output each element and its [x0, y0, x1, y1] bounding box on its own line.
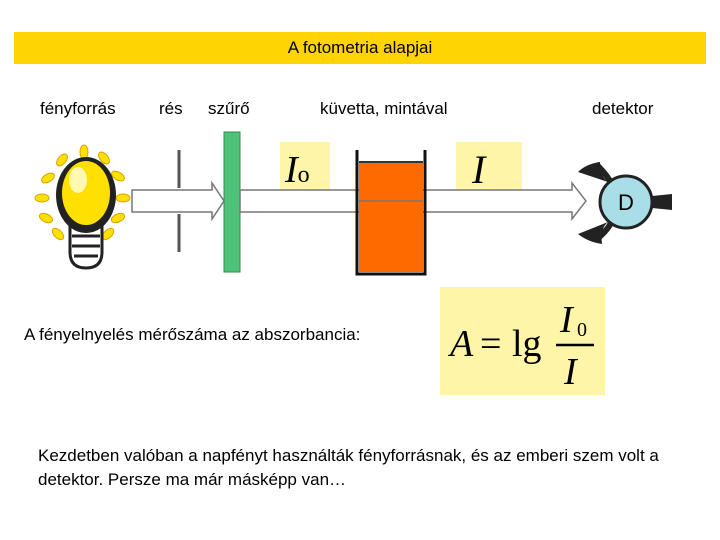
transmitted-intensity-box [456, 142, 522, 194]
formula-lhs: A [448, 323, 474, 365]
absorbance-formula-box [440, 287, 605, 395]
incident-intensity-label: Io [285, 148, 310, 192]
formula-numerator: I [559, 299, 575, 341]
incident-intensity-subscript: o [297, 162, 310, 188]
absorbance-caption: A fényelnyelés mérőszáma az abszorbancia… [24, 325, 361, 344]
light-beam-incoming [131, 180, 225, 222]
incident-intensity-box [280, 142, 330, 194]
detector-icon: D [578, 161, 672, 244]
label-filter: szűrő [208, 99, 250, 118]
incident-intensity-symbol: I [285, 149, 298, 191]
filter [223, 131, 241, 273]
cuvette [355, 150, 427, 276]
formula-denominator: I [563, 351, 579, 390]
detector-disk [598, 174, 654, 230]
formula-numerator-subscript: 0 [577, 319, 587, 341]
detector-letter: D [618, 190, 634, 215]
bottom-note: Kezdetben valóban a napfényt használták … [38, 446, 659, 489]
label-light-source: fényforrás [40, 99, 116, 118]
light-bulb-icon [34, 144, 131, 270]
label-slit: rés [159, 99, 183, 118]
formula-function: lg [512, 323, 542, 365]
transmitted-intensity-label: I [472, 147, 486, 192]
sample [359, 162, 423, 272]
page-title: A fotometria alapjai [287, 38, 433, 57]
absorbance-formula: A = lg I 0 I [448, 299, 594, 390]
label-detector: detektor [592, 99, 654, 118]
title-bar: A fotometria alapjai [14, 32, 706, 64]
label-cuvette: küvetta, mintával [320, 99, 448, 118]
formula-equals: = [480, 323, 501, 365]
